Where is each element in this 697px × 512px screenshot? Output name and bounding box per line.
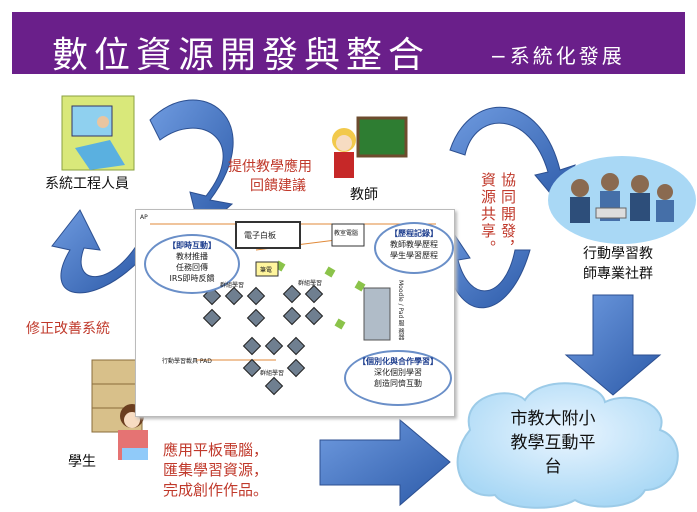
server-label: Moodle / Pad 服 務器 — [397, 280, 404, 341]
record-bubble: 【歷程記錄】 教師教學歷程 學生學習歷程 — [374, 222, 454, 274]
student-label: 學生 — [68, 454, 96, 470]
student-use-line: 完成創作作品。 — [163, 481, 269, 499]
interact-item: 教材推播 — [176, 252, 208, 261]
personal-item: 深化個別學習 — [374, 368, 422, 377]
platform-line: 台 — [544, 457, 562, 477]
page-title: 數位資源開發與整合 — [52, 35, 431, 76]
platform-line: 教學互動平 — [510, 433, 596, 453]
group-label-a: 群組學習 — [220, 282, 245, 289]
feedback-label: 提供教學應用 回饋建議 — [228, 158, 312, 196]
left-cycle-arrow-bottom — [51, 209, 141, 294]
page-subtitle: −系統化發展 — [490, 44, 625, 68]
feedback-line: 提供教學應用 — [228, 159, 312, 175]
title-banner: 數位資源開發與整合 −系統化發展 — [12, 12, 685, 76]
whiteboard-box — [235, 221, 301, 249]
feedback-line: 回饋建議 — [250, 178, 306, 194]
signal-marker — [354, 280, 366, 292]
interact-bubble: 【即時互動】 教材推播 任務回傳 IRS即時反饋 — [144, 234, 240, 294]
signal-marker — [324, 266, 336, 278]
pad-node — [282, 284, 302, 304]
co-develop-line-2: 資源共享。 — [479, 172, 497, 257]
platform-label: 市教大附小 教學互動平 台 — [480, 407, 626, 479]
pc-label: 教室電腦 — [334, 230, 359, 237]
community-label-line: 師專業社群 — [583, 266, 653, 282]
system-panel: AP 電子白板 教室電腦 筆電 【即時互動】 教材推播 任務回傳 IRS即時反饋… — [135, 209, 455, 417]
pad-node — [286, 358, 306, 378]
whiteboard-label: 電子白板 — [244, 231, 276, 240]
pad-node — [282, 306, 302, 326]
teacher-illustration — [332, 116, 408, 178]
interact-item: IRS即時反饋 — [169, 274, 215, 283]
left-cycle-arrow-top — [149, 99, 234, 233]
pad-node — [242, 358, 262, 378]
teacher-label: 教師 — [350, 187, 378, 203]
pad-node — [286, 336, 306, 356]
pad-node — [264, 336, 284, 356]
pad-label: 行動學習載具 PAD — [162, 358, 212, 365]
personal-title: 【個別化與合作學習】 — [358, 357, 438, 366]
pad-node — [202, 308, 222, 328]
server-tower — [363, 287, 391, 341]
signal-marker — [334, 318, 346, 330]
community-photo — [548, 156, 696, 244]
group-label-b: 群組學習 — [298, 280, 323, 287]
record-item: 學生學習歷程 — [390, 251, 438, 260]
record-item: 教師教學歷程 — [390, 240, 438, 249]
pad-node — [242, 336, 262, 356]
pad-node — [246, 286, 266, 306]
group-label-c: 群組學習 — [260, 370, 285, 377]
right-arrow — [319, 418, 451, 507]
personal-item: 創造同儕互動 — [374, 379, 422, 388]
interact-item: 任務回傳 — [176, 263, 208, 272]
pad-node — [304, 306, 324, 326]
community-label: 行動學習教 師專業社群 — [583, 244, 653, 284]
device-box — [255, 261, 279, 277]
platform-cloud — [456, 382, 679, 509]
pad-node — [224, 286, 244, 306]
community-label-line: 行動學習教 — [583, 246, 653, 262]
down-arrow — [564, 294, 662, 396]
student-use-line: 匯集學習資源， — [163, 461, 269, 479]
student-use-line: 應用平板電腦， — [163, 441, 269, 459]
interact-title: 【即時互動】 — [168, 241, 216, 250]
pc-box — [331, 223, 365, 247]
panel-network — [150, 221, 436, 396]
record-title: 【歷程記錄】 — [390, 229, 438, 238]
student-use-label: 應用平板電腦， 匯集學習資源， 完成創作作品。 — [163, 440, 268, 500]
platform-line: 市教大附小 — [510, 409, 596, 429]
ap-label: AP — [140, 214, 148, 221]
pad-node — [304, 284, 324, 304]
pad-node — [264, 376, 284, 396]
improve-label: 修正改善系統 — [26, 321, 110, 337]
personal-bubble: 【個別化與合作學習】 深化個別學習 創造同儕互動 — [344, 350, 452, 406]
engineer-label: 系統工程人員 — [45, 176, 129, 192]
pad-node — [246, 308, 266, 328]
co-develop-line-1: 協同開發， — [499, 172, 517, 257]
engineer-illustration — [61, 95, 135, 171]
device-label: 筆電 — [260, 267, 273, 274]
